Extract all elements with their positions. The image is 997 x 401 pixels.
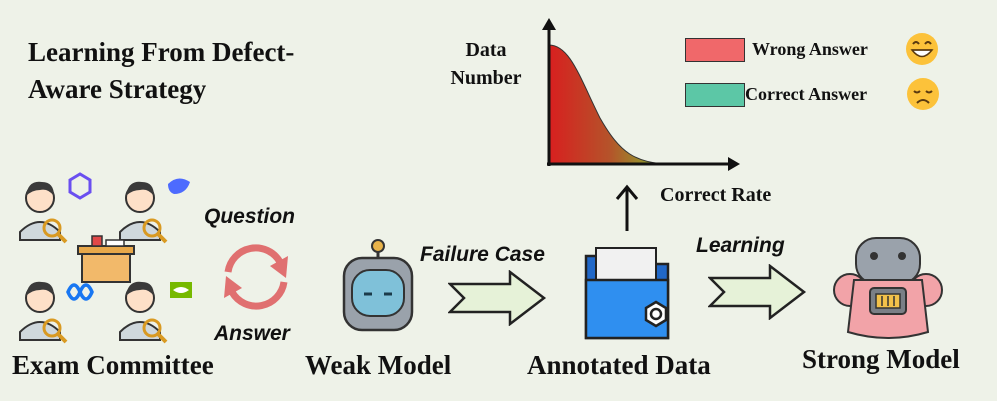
legend-swatch-wrong [685, 38, 745, 62]
learning-arrow [708, 264, 807, 320]
sad-face-icon [907, 78, 939, 110]
failure-case-label: Failure Case [420, 243, 545, 266]
desk-icon [77, 235, 135, 283]
y-axis-arrowhead [542, 18, 556, 30]
y-axis-label: Data Number [450, 39, 522, 89]
up-arrow [615, 184, 639, 231]
failure-case-arrow [448, 270, 547, 326]
distribution-chart [542, 18, 740, 171]
answer-label: Answer [214, 322, 290, 345]
weak-model-robot-icon [342, 239, 414, 332]
whale-logo-icon [168, 178, 190, 194]
nvidia-logo-icon [170, 282, 192, 298]
examiner-icon [119, 181, 168, 244]
strong-model-robot-icon [833, 237, 943, 339]
model-logo-icon [68, 172, 92, 200]
exam-committee-label: Exam Committee [12, 350, 214, 380]
x-axis-arrowhead [728, 157, 740, 171]
examiner-icon [119, 281, 168, 344]
legend-label-wrong: Wrong Answer [752, 39, 868, 59]
grinning-face-icon [906, 33, 938, 65]
learning-label: Learning [696, 234, 785, 257]
cycle-arrows-icon [224, 244, 288, 310]
annotated-data-folder-icon [584, 247, 670, 340]
diagram-title: Learning From Defect-Aware Strategy [28, 37, 295, 104]
weak-model-label: Weak Model [305, 350, 452, 380]
question-label: Question [204, 205, 296, 228]
distribution-curve [548, 44, 671, 165]
x-axis-label: Correct Rate [660, 184, 772, 206]
meta-logo-icon [66, 283, 94, 301]
annotated-data-label: Annotated Data [527, 350, 711, 380]
examiner-icon [19, 281, 68, 344]
legend-swatch-correct [685, 83, 745, 107]
strong-model-label: Strong Model [802, 344, 960, 374]
exam-committee-illustration [19, 172, 192, 344]
examiner-icon [19, 181, 68, 244]
legend-label-correct: Correct Answer [745, 84, 868, 104]
